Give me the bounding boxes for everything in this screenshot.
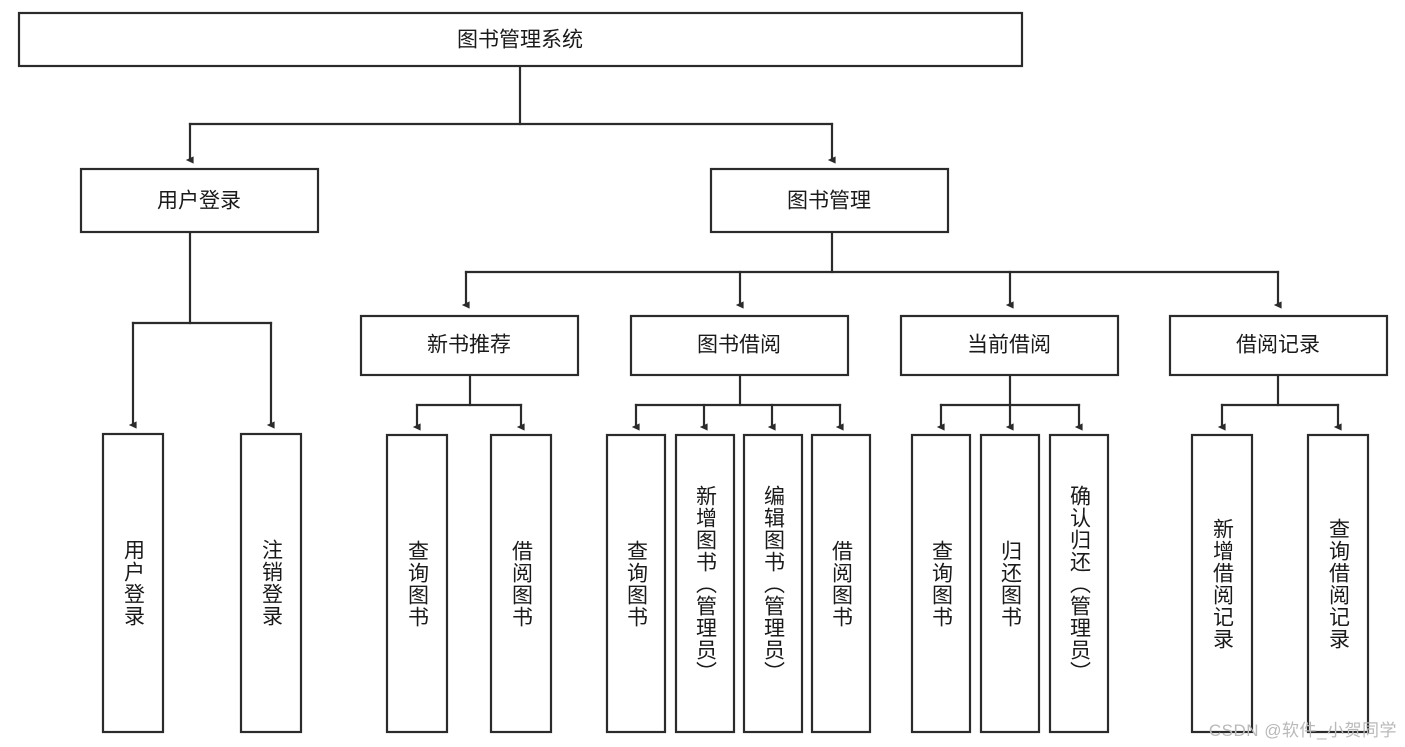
node-current-borrow[interactable]: 当前借阅	[899, 314, 1120, 377]
book-manage-label: 图书管理	[787, 190, 871, 213]
leaf-user-logout-box[interactable]	[239, 432, 303, 734]
connectors-new-book-recommend-to-leaves	[412, 373, 525, 431]
new-book-recommend-box[interactable]	[359, 314, 580, 377]
node-user-login[interactable]: 用户登录	[79, 167, 320, 234]
borrow-record-box[interactable]	[1168, 314, 1389, 377]
leaf-return-book-box[interactable]	[979, 433, 1041, 734]
leaf-boxes-borrow-record	[1190, 433, 1370, 734]
root-label: 图书管理系统	[457, 29, 583, 52]
book-borrow-box[interactable]	[629, 314, 850, 377]
node-root[interactable]: 图书管理系统	[17, 11, 1024, 68]
borrow-record-label: 借阅记录	[1236, 334, 1320, 357]
user-login-label: 用户登录	[157, 190, 241, 213]
connectors-user-login-to-leaves	[128, 230, 275, 429]
connectors-book-manage-to-level3	[461, 230, 1282, 309]
leaf-add-book-box[interactable]	[674, 433, 736, 734]
leaf-boxes-book-borrow	[605, 433, 872, 734]
current-borrow-box[interactable]	[899, 314, 1120, 377]
leaf-boxes-user-login	[101, 432, 303, 734]
node-book-borrow[interactable]: 图书借阅	[629, 314, 850, 377]
book-borrow-label: 图书借阅	[697, 334, 781, 357]
root-box[interactable]	[17, 11, 1024, 68]
connectors-borrow-record-to-leaves	[1217, 373, 1342, 431]
leaf-boxes-new-book-recommend	[385, 433, 553, 734]
leaf-query-book-1-box[interactable]	[385, 433, 449, 734]
csdn-watermark: CSDN @软件_小贺同学	[1208, 721, 1397, 740]
leaf-add-record-box[interactable]	[1190, 433, 1254, 734]
node-book-manage[interactable]: 图书管理	[709, 167, 950, 234]
book-manage-box[interactable]	[709, 167, 950, 234]
current-borrow-label: 当前借阅	[967, 334, 1051, 357]
connectors-root-to-level2	[185, 64, 836, 164]
user-login-box[interactable]	[79, 167, 320, 234]
node-new-book-recommend[interactable]: 新书推荐	[359, 314, 580, 377]
leaf-query-book-2-box[interactable]	[605, 433, 667, 734]
leaf-confirm-return-box[interactable]	[1048, 433, 1110, 734]
leaf-query-book-3-box[interactable]	[910, 433, 972, 734]
new-book-recommend-label: 新书推荐	[427, 334, 511, 357]
leaf-borrow-book-2-box[interactable]	[810, 433, 872, 734]
connectors-book-borrow-to-leaves	[631, 373, 844, 431]
leaf-user-login-box[interactable]	[101, 432, 165, 734]
connectors-current-borrow-to-leaves	[936, 373, 1083, 431]
node-borrow-record[interactable]: 借阅记录	[1168, 314, 1389, 377]
leaf-boxes-current-borrow	[910, 433, 1110, 734]
leaf-edit-book-box[interactable]	[742, 433, 804, 734]
leaf-borrow-book-1-box[interactable]	[489, 433, 553, 734]
leaf-query-record-box[interactable]	[1306, 433, 1370, 734]
